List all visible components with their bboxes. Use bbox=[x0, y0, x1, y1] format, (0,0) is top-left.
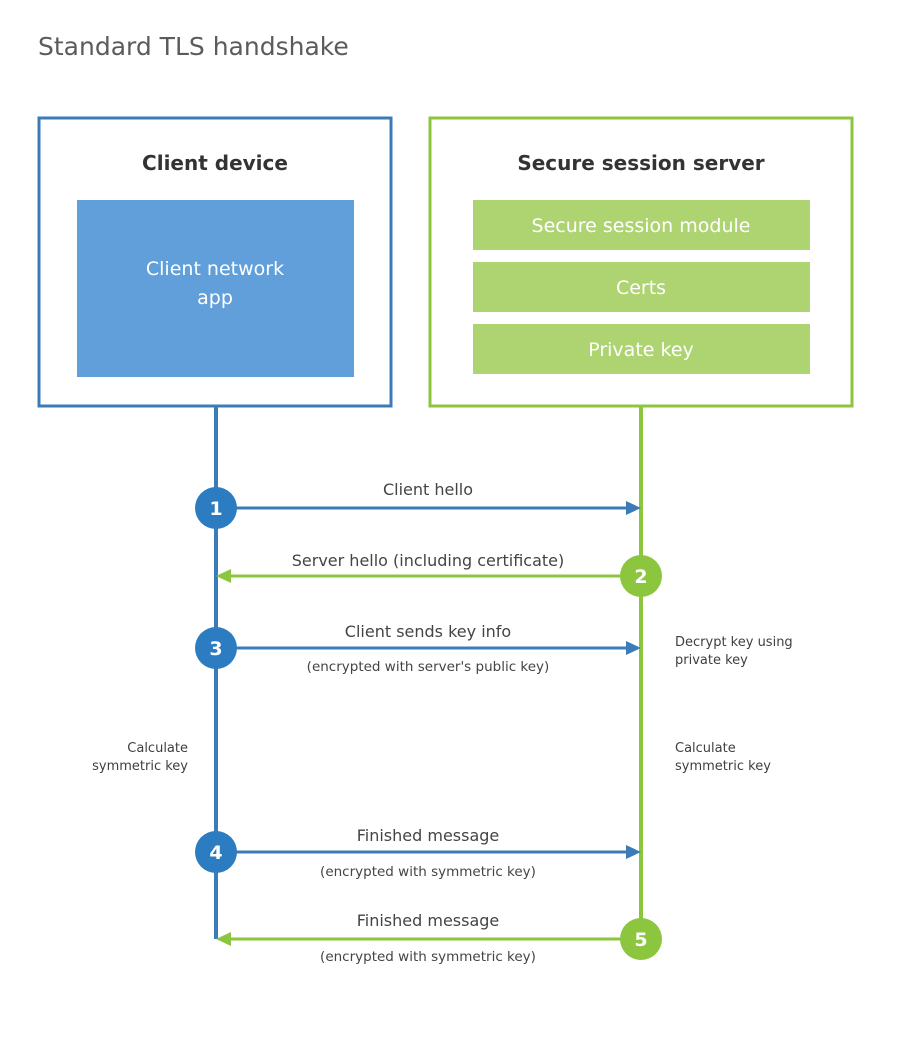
server-component-label-0: Secure session module bbox=[532, 215, 751, 237]
step-1-arrowhead bbox=[626, 501, 641, 515]
step-1-group: Client hello 1 bbox=[195, 480, 641, 529]
server-calculate-note-line1: Calculate bbox=[675, 741, 736, 756]
step-5-number: 5 bbox=[634, 929, 647, 951]
step-4-arrowhead bbox=[626, 845, 641, 859]
server-decrypt-note-line1: Decrypt key using bbox=[675, 635, 793, 650]
step-3-sublabel: (encrypted with server's public key) bbox=[307, 659, 550, 675]
client-app-label-line2: app bbox=[197, 287, 233, 309]
step-5-label: Finished message bbox=[357, 911, 500, 930]
page-title: Standard TLS handshake bbox=[38, 32, 349, 61]
step-4-number: 4 bbox=[209, 842, 222, 864]
step-2-group: Server hello (including certificate) 2 bbox=[216, 551, 662, 597]
server-calculate-note-line2: symmetric key bbox=[675, 759, 771, 774]
step-1-marker bbox=[195, 487, 237, 529]
client-network-app-box bbox=[77, 200, 354, 377]
step-5-group: Finished message (encrypted with symmetr… bbox=[216, 911, 662, 965]
server-component-box-2 bbox=[473, 324, 810, 374]
step-2-label: Server hello (including certificate) bbox=[292, 551, 564, 570]
step-3-group: Client sends key info (encrypted with se… bbox=[195, 622, 641, 675]
step-5-arrowhead bbox=[216, 932, 231, 946]
step-1-label: Client hello bbox=[383, 480, 473, 499]
server-panel-title: Secure session server bbox=[517, 151, 764, 175]
server-decrypt-note: Decrypt key using private key bbox=[675, 635, 793, 668]
client-calculate-note-line1: Calculate bbox=[127, 741, 188, 756]
step-5-sublabel: (encrypted with symmetric key) bbox=[320, 949, 536, 965]
step-2-number: 2 bbox=[634, 566, 647, 588]
server-component-label-1: Certs bbox=[616, 277, 666, 299]
client-calculate-note-line2: symmetric key bbox=[92, 759, 188, 774]
step-3-arrowhead bbox=[626, 641, 641, 655]
step-5-marker bbox=[620, 918, 662, 960]
step-3-number: 3 bbox=[209, 638, 222, 660]
client-panel-title: Client device bbox=[142, 151, 288, 175]
step-4-label: Finished message bbox=[357, 826, 500, 845]
server-component-box-0 bbox=[473, 200, 810, 250]
server-calculate-note: Calculate symmetric key bbox=[675, 741, 771, 774]
server-component-box-1 bbox=[473, 262, 810, 312]
step-2-arrowhead bbox=[216, 569, 231, 583]
client-device-panel: Client device Client network app bbox=[37, 116, 393, 408]
server-decrypt-note-line2: private key bbox=[675, 653, 748, 668]
step-4-sublabel: (encrypted with symmetric key) bbox=[320, 864, 536, 880]
secure-session-server-panel: Secure session server Secure session mod… bbox=[428, 116, 854, 408]
client-app-label-line1: Client network bbox=[146, 258, 284, 280]
step-4-marker bbox=[195, 831, 237, 873]
client-calculate-note: Calculate symmetric key bbox=[92, 741, 188, 774]
server-component-label-2: Private key bbox=[588, 339, 694, 361]
step-3-label: Client sends key info bbox=[345, 622, 511, 641]
step-3-marker bbox=[195, 627, 237, 669]
step-4-group: Finished message (encrypted with symmetr… bbox=[195, 826, 641, 880]
step-2-marker bbox=[620, 555, 662, 597]
step-1-number: 1 bbox=[209, 498, 222, 520]
